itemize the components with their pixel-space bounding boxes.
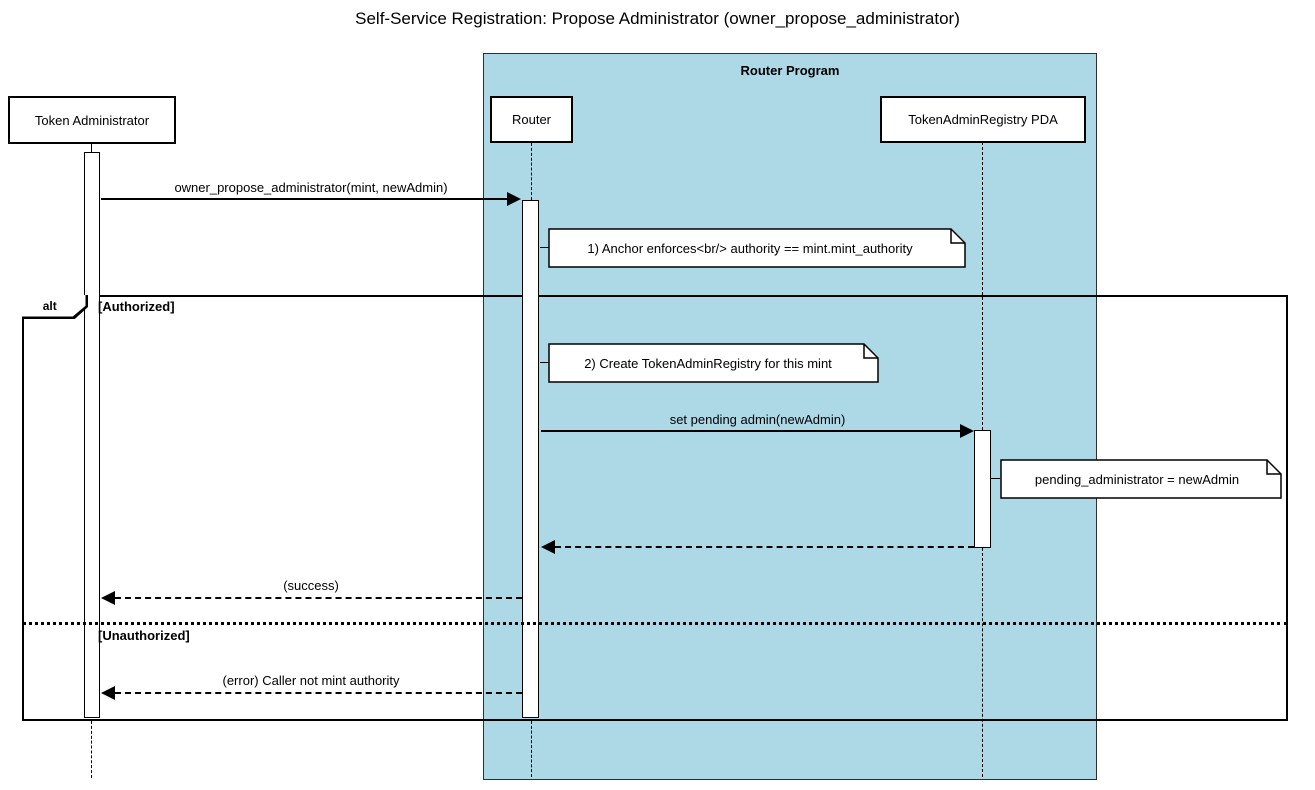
note-fold-icon: [863, 344, 878, 359]
participant-tokenadminregistry-pda: TokenAdminRegistry PDA: [880, 96, 1086, 143]
lifeline-registry-pda-top: [982, 142, 983, 430]
message-success: (success): [283, 578, 339, 593]
lifeline-token-admin-stub: [91, 144, 92, 152]
router-program-label: Router Program: [740, 63, 840, 78]
message-error-not-mint-authority: (error) Caller not mint authority: [222, 673, 400, 688]
note2-connector: [540, 362, 549, 363]
arrowhead-left-icon: [541, 540, 555, 554]
activation-registry-pda: [974, 430, 991, 548]
note-fold-icon: [950, 229, 965, 244]
note-shape: [548, 343, 879, 383]
participant-token-administrator: Token Administrator: [8, 96, 176, 144]
note-anchor-enforces: 1) Anchor enforces<br/> authority == min…: [548, 228, 966, 268]
participant-router-label: Router: [511, 112, 552, 127]
guard-authorized: [Authorized]: [98, 299, 175, 314]
alt-divider: [22, 622, 1288, 625]
note-pending-administrator-text: pending_administrator = newAdmin: [1035, 472, 1239, 487]
message-error-line: [115, 692, 522, 694]
activation-token-admin: [84, 152, 100, 718]
lifeline-registry-pda-bottom: [982, 548, 983, 777]
message-set-pending-admin: set pending admin(newAdmin): [669, 412, 846, 427]
arrowhead-left-icon: [101, 591, 115, 605]
note1-connector: [540, 247, 549, 248]
note-pending-administrator: pending_administrator = newAdmin: [1000, 459, 1282, 499]
alt-operator-tab: alt: [22, 295, 88, 319]
arrowhead-right-icon: [507, 192, 521, 206]
note-create-registry: 2) Create TokenAdminRegistry for this mi…: [548, 343, 879, 383]
note-fold-icon: [1266, 460, 1281, 475]
lifeline-token-admin-bottom: [91, 721, 92, 778]
guard-unauthorized: [Unauthorized]: [98, 628, 190, 643]
message-set-pending-admin-line: [541, 430, 961, 432]
alt-operator-label: alt: [22, 295, 86, 317]
note-create-registry-text: 2) Create TokenAdminRegistry for this mi…: [584, 356, 832, 371]
message-owner-propose-administrator: owner_propose_administrator(mint, newAdm…: [174, 180, 448, 195]
diagram-title: Self-Service Registration: Propose Admin…: [355, 9, 960, 28]
message-success-line: [115, 597, 522, 599]
participant-router: Router: [490, 96, 573, 143]
message-return-pda-line: [555, 546, 974, 548]
lifeline-router-top: [531, 143, 532, 200]
participant-tokenadminregistry-pda-label: TokenAdminRegistry PDA: [908, 112, 1058, 127]
note-shape: [1000, 459, 1282, 499]
participant-token-administrator-label: Token Administrator: [34, 112, 150, 128]
note-anchor-enforces-text: 1) Anchor enforces<br/> authority == min…: [587, 241, 913, 256]
message-owner-propose-administrator-line: [101, 198, 508, 200]
lifeline-router-bottom: [531, 721, 532, 777]
note-shape: [548, 228, 966, 268]
arrowhead-right-icon: [960, 424, 974, 438]
arrowhead-left-icon: [101, 686, 115, 700]
router-program-container: Router Program: [483, 53, 1097, 780]
note3-connector: [991, 478, 1000, 479]
activation-router: [522, 200, 539, 718]
